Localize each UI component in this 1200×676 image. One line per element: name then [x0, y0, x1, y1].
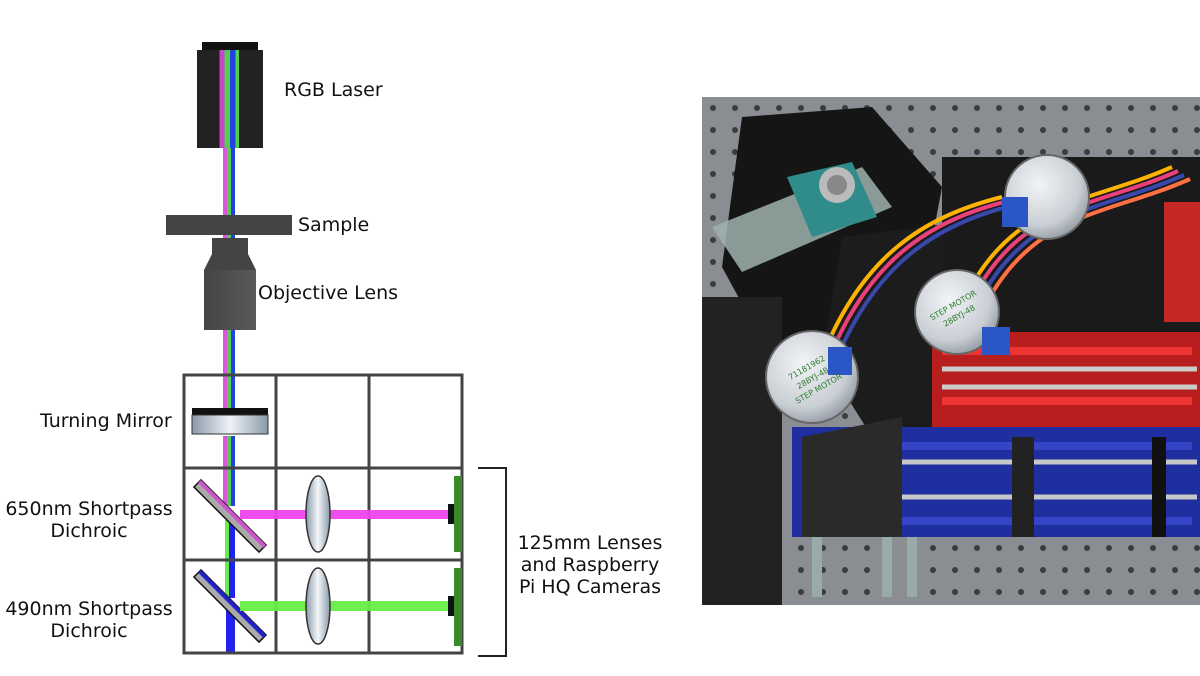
label-objective-lens: Objective Lens: [258, 282, 399, 304]
dichroic-490: [192, 568, 268, 644]
objective-lens: [204, 238, 256, 330]
optical-diagram: RGB Laser Sample Objective Lens Turning …: [4, 42, 670, 657]
label-turning-mirror: Turning Mirror: [40, 410, 172, 432]
label-650-line1: 650nm Shortpass: [5, 498, 173, 520]
label-490-line1: 490nm Shortpass: [5, 598, 173, 620]
label-cameras-line1: 125mm Lenses: [517, 532, 663, 554]
turning-mirror: [191, 408, 269, 435]
label-sample: Sample: [298, 214, 370, 236]
green-beam: [240, 601, 450, 611]
camera-bracket: [478, 467, 507, 657]
stepper-motor-middle: STEP MOTOR 28BYJ-48: [914, 269, 1010, 355]
lens-490: [305, 567, 331, 645]
lens-650: [305, 475, 331, 553]
label-650-dichroic: 650nm Shortpass Dichroic: [4, 498, 174, 542]
label-cameras: 125mm Lenses and Raspberry Pi HQ Cameras: [510, 532, 670, 598]
camera-650: [448, 476, 462, 552]
label-rgb-laser: RGB Laser: [284, 79, 383, 101]
label-490-dichroic: 490nm Shortpass Dichroic: [4, 598, 174, 642]
label-cameras-line2: and Raspberry: [520, 554, 660, 576]
camera-490: [448, 568, 462, 646]
label-490-line2: Dichroic: [50, 620, 128, 642]
label-cameras-line3: Pi HQ Cameras: [518, 576, 662, 598]
sample-slide: [166, 215, 292, 235]
label-650-line2: Dichroic: [50, 520, 128, 542]
rgb-laser: [197, 42, 263, 148]
hardware-photo-svg: STEP MOTOR 28BYJ-48 71181962 28BYJ-48 ST…: [702, 97, 1200, 605]
stepper-motor-left: 71181962 28BYJ-48 STEP MOTOR: [765, 330, 859, 424]
optical-path-svg: [166, 42, 507, 657]
stepper-motor-top: [1002, 154, 1090, 240]
hardware-photo: STEP MOTOR 28BYJ-48 71181962 28BYJ-48 ST…: [702, 97, 1200, 605]
dichroic-650: [192, 478, 268, 554]
magenta-beam: [240, 510, 450, 519]
